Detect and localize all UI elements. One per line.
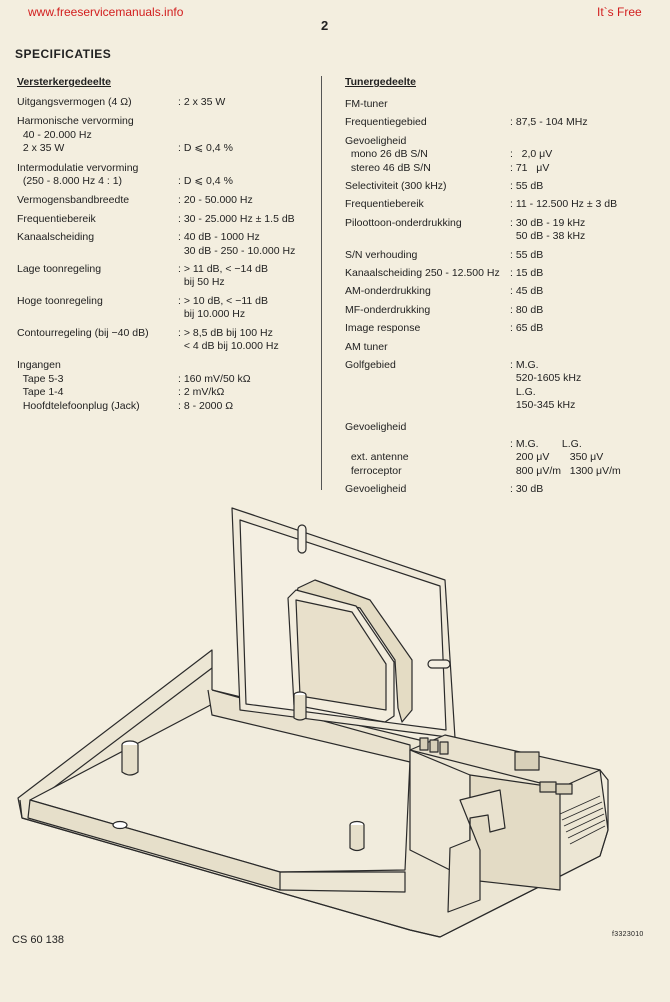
spec-value: : 87,5 - 104 MHz [510,116,588,129]
spec-label: FM-tuner [345,98,388,110]
spec-value: : 45 dB [510,285,544,298]
spec-label: Golfgebied [345,359,396,371]
spec-value: : 20 - 50.000 Hz [178,194,253,207]
spec-value: : > 11 dB, < −14 dB [178,263,268,275]
spec-label: Lage toonregeling [17,263,102,275]
spec-value: : > 10 dB, < −11 dB [178,294,268,307]
spec-label: Hoge toonregeling [17,294,103,307]
spec-value: : 65 dB [510,322,544,335]
tuner-heading: Tunergedeelte [345,76,416,88]
spec-value: : 55 dB [510,180,544,192]
spec-value: : 30 dB [510,483,544,496]
spec-value: : 30 - 25.000 Hz ± 1.5 dB [178,212,295,225]
spec-label: S/N verhouding [345,248,418,261]
spec-label: Tape 1-4 [17,386,64,399]
spec-label: Contourregeling (bij −40 dB) [17,326,149,339]
section-title: SPECIFICATIES [15,47,112,61]
spec-label: Hoofdtelefoonplug (Jack) [17,399,140,412]
spec-value: : 8 - 2000 Ω [178,399,234,412]
spec-value: 200 μV 350 μV [510,451,604,464]
free-label: It`s Free [597,5,642,19]
spec-value: : 71 μV [510,161,550,174]
spec-value: 50 dB - 38 kHz [510,230,586,243]
spec-value: bij 10.000 Hz [178,308,246,321]
spec-label: Intermodulatie vervorming [17,161,139,174]
spec-label: AM-onderdrukking [345,285,431,298]
spec-value: : 55 dB [510,248,544,261]
spec-value: bij 50 Hz [178,276,225,289]
spec-label: mono 26 dB S/N [345,148,428,161]
spec-value: < 4 dB bij 10.000 Hz [178,340,279,352]
spec-label: (250 - 8.000 Hz 4 : 1) [17,175,123,187]
spec-label: ext. antenne [345,451,409,464]
spec-value: : D ⩽ 0,4 % [178,175,233,187]
spec-value: 30 dB - 250 - 10.000 Hz [178,244,296,257]
spec-value: : 80 dB [510,303,544,316]
spec-value: : 2 mV/kΩ [178,386,225,399]
spec-label: Piloottoon-onderdrukking [345,216,462,229]
spec-label: ferroceptor [345,464,402,477]
spec-label: MF-onderdrukking [345,303,431,316]
spec-label: Image response [345,322,421,335]
spec-label: 2 x 35 W [17,142,65,155]
spec-value: : M.G. L.G. [510,438,582,450]
spec-value: : 40 dB - 1000 Hz [178,231,260,244]
spec-value: : 2,0 μV [510,148,553,161]
spec-value: : 2 x 35 W [178,96,226,108]
model-code: CS 60 138 [12,934,64,946]
spec-value: : > 8,5 dB bij 100 Hz [178,326,273,339]
spec-label: Ingangen [17,359,61,372]
spec-label: Uitgangsvermogen (4 Ω) [17,96,132,108]
spec-value: : 160 mV/50 kΩ [178,372,251,385]
spec-label: Vermogensbandbreedte [17,194,130,207]
spec-value: 150-345 kHz [510,399,576,412]
spec-label: Tape 5-3 [17,372,64,385]
spec-value: : D ⩽ 0,4 % [178,142,233,155]
spec-label: Harmonische vervorming [17,115,134,128]
spec-label: Selectiviteit (300 kHz) [345,180,447,192]
spec-label: Frequentiebereik [17,212,96,225]
spec-value: : 11 - 12.500 Hz ± 3 dB [510,198,618,211]
spec-value: : 30 dB - 19 kHz [510,216,586,229]
spec-label: AM tuner [345,340,388,353]
spec-label: 40 - 20.000 Hz [17,128,92,141]
spec-label: Gevoeligheid [345,420,407,433]
spec-label: Frequentiebereik [345,198,424,211]
spec-value: : 15 dB [510,267,544,279]
amplifier-heading: Versterkergedeelte [17,76,111,88]
site-link[interactable]: www.freeservicemanuals.info [28,5,184,19]
spec-value: 800 μV/m 1300 μV/m [510,464,621,477]
spec-value: 520-1605 kHz [510,372,582,385]
amplifier-specs: Versterkergedeelte Uitgangsvermogen (4 Ω… [17,76,317,416]
page-number: 2 [321,18,329,33]
spec-label: Frequentiegebied [345,116,427,129]
column-divider [321,76,322,490]
spec-label: Gevoeligheid [345,134,407,147]
spec-label: Gevoeligheid [345,483,407,496]
chassis-illustration [17,507,609,938]
spec-value: : M.G. [510,359,539,371]
spec-label: Kanaalscheiding 250 - 12.500 Hz [345,267,500,279]
figure-code: f3323010 [612,931,644,938]
spec-label: Kanaalscheiding [17,231,95,244]
spec-label: stereo 46 dB S/N [345,161,431,174]
spec-value: L.G. [510,385,536,398]
